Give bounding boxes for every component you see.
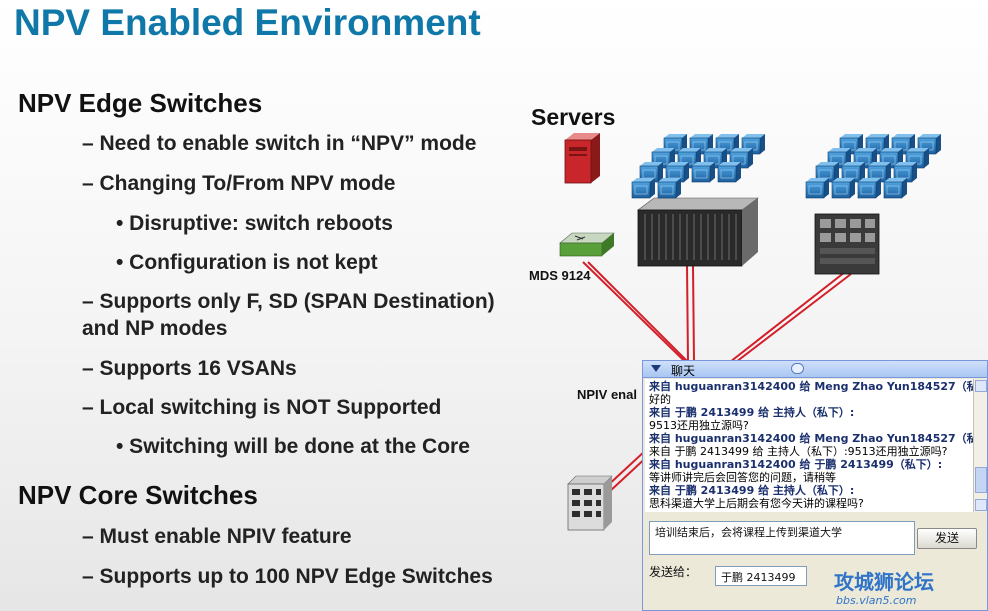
bullet-edge-3: – Supports only F, SD (SPAN Destination) <box>82 290 495 313</box>
recipient-select[interactable]: 于鹏 2413499 <box>715 566 807 586</box>
chat-message-body: 等讲师讲完后会回答您的问题，请稍等 <box>649 471 836 484</box>
send-button[interactable]: 发送 <box>917 528 977 549</box>
bullet-edge-2b: • Configuration is not kept <box>116 251 378 274</box>
bullet-edge-1: – Need to enable switch in “NPV” mode <box>82 132 477 155</box>
chat-message-header: 来自 huguanran3142400 给 Meng Zhao Yun18452… <box>649 432 973 445</box>
chat-message-header: 来自 huguanran3142400 给 Meng Zhao Yun18452… <box>649 380 973 393</box>
chat-scrollbar[interactable] <box>973 379 987 512</box>
scroll-up-icon[interactable] <box>975 380 987 392</box>
core-switch-icon <box>567 475 613 531</box>
chat-message-header: 来自 huguanran3142400 给 于鹏 2413499（私下）: <box>649 458 943 471</box>
npiv-label: NPIV enal <box>577 387 637 402</box>
bullet-edge-4: – Supports 16 VSANs <box>82 357 297 380</box>
collapse-triangle-icon[interactable] <box>651 365 661 372</box>
chat-message-header: 来自 于鹏 2413499 给 主持人（私下）: <box>649 406 855 419</box>
bullet-edge-2a: • Disruptive: switch reboots <box>116 212 393 235</box>
chat-message-body: 思科渠道大学上后期会有您今天讲的课程吗? <box>649 497 864 510</box>
red-server-icon <box>564 133 600 184</box>
bullet-edge-5: – Local switching is NOT Supported <box>82 396 442 419</box>
bullet-edge-2: – Changing To/From NPV mode <box>82 172 396 195</box>
blade-servers-cluster-2-icon <box>805 133 942 199</box>
scroll-down-icon[interactable] <box>975 499 987 511</box>
watermark-url: bbs.vlan5.com <box>836 594 917 607</box>
chat-message-body: 9513还用独立源吗? <box>649 419 749 432</box>
chat-message-body: 来自 于鹏 2413499 给 主持人（私下）:9513还用独立源吗? <box>649 445 948 458</box>
bullet-core-2: – Supports up to 100 NPV Edge Switches <box>82 565 493 588</box>
scroll-thumb[interactable] <box>975 467 987 493</box>
server-chassis-icon <box>814 213 880 275</box>
bullet-edge-5a: • Switching will be done at the Core <box>116 435 470 458</box>
bullet-edge-3-cont: and NP modes <box>82 317 228 340</box>
send-to-label: 发送给： <box>649 565 698 579</box>
chat-message-input[interactable]: 培训结束后，会将课程上传到渠道大学 <box>649 521 915 555</box>
chat-log[interactable]: 来自 huguanran3142400 给 Meng Zhao Yun18452… <box>645 379 973 512</box>
servers-label: Servers <box>531 104 616 130</box>
chat-bubble-icon <box>791 363 804 374</box>
slide-title: NPV Enabled Environment <box>14 2 481 43</box>
section-heading-edge: NPV Edge Switches <box>18 88 263 118</box>
chat-message-body: 好的 <box>649 393 671 406</box>
mds-switch-icon <box>559 232 615 257</box>
blade-servers-cluster-1-icon <box>631 133 766 199</box>
section-heading-core: NPV Core Switches <box>18 480 258 510</box>
watermark-brand: 攻城狮论坛 <box>834 570 934 594</box>
chat-panel: 聊天 来自 huguanran3142400 给 Meng Zhao Yun18… <box>642 360 988 611</box>
bullet-core-1: – Must enable NPIV feature <box>82 525 352 548</box>
blade-chassis-icon <box>637 197 759 267</box>
chat-title: 聊天 <box>671 364 696 378</box>
mds-label: MDS 9124 <box>529 268 591 283</box>
chat-header[interactable]: 聊天 <box>643 361 987 378</box>
chat-message-header: 来自 于鹏 2413499 给 主持人（私下）: <box>649 484 855 497</box>
